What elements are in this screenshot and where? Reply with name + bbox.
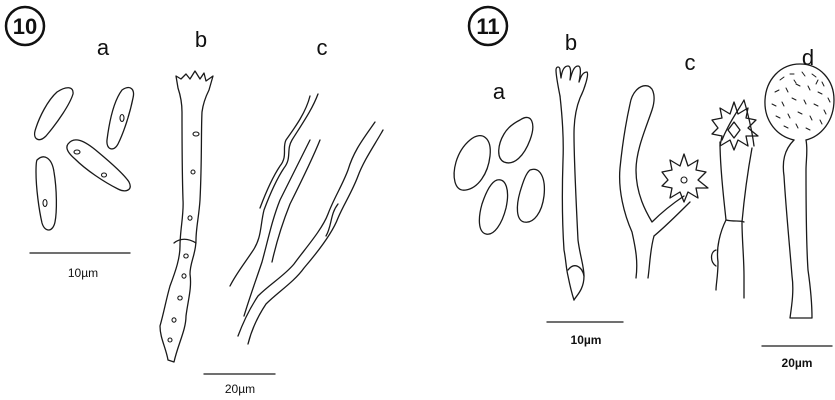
panel-label-a: a xyxy=(493,79,506,104)
hyphae-10c xyxy=(230,94,383,344)
encrustation-11d xyxy=(772,72,830,130)
scale-label-11b: 10µm xyxy=(571,333,602,347)
panel-label-c: c xyxy=(685,50,696,75)
scale-label-10c: 20µm xyxy=(225,382,255,396)
panel-label-c: c xyxy=(317,35,328,60)
figure-10: 10 a b c 10µm xyxy=(6,7,383,396)
scale-label-10a: 10µm xyxy=(68,266,98,280)
cystidium-11c xyxy=(620,86,758,298)
spores-10a xyxy=(35,88,134,230)
scale-label-11d: 20µm xyxy=(782,356,813,370)
figure-11: 11 a b c d 10µm xyxy=(454,7,834,370)
figure-number: 11 xyxy=(476,14,499,39)
cystidium-11d xyxy=(765,64,834,318)
panel-label-a: a xyxy=(97,35,110,60)
panel-label-b: b xyxy=(195,27,207,52)
basidium-10b xyxy=(160,71,213,362)
figure-number-badge: 11 xyxy=(469,7,507,45)
figure-number-badge: 10 xyxy=(6,7,44,45)
basidium-11b xyxy=(556,66,588,300)
panel-label-b: b xyxy=(565,30,577,55)
figure-number: 10 xyxy=(13,14,37,39)
spores-11a xyxy=(454,117,544,234)
